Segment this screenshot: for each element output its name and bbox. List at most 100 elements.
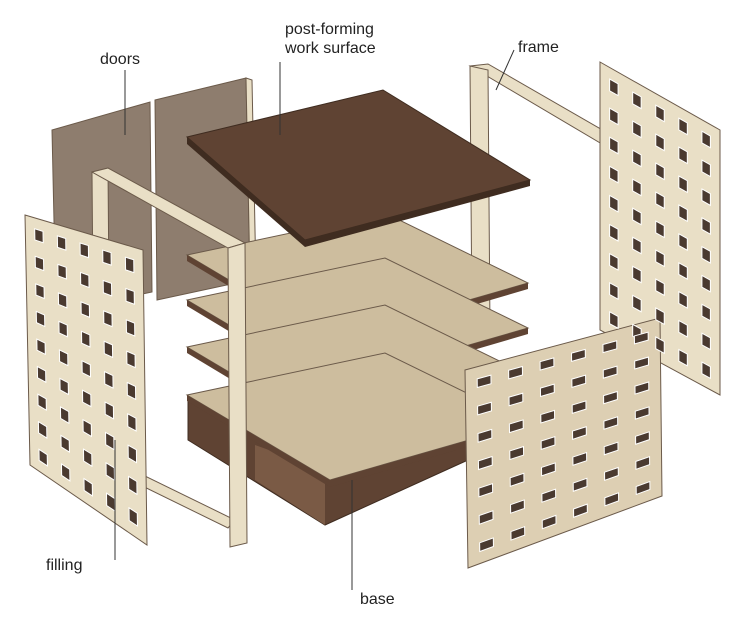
filling-hole (60, 434, 70, 454)
filling-hole (678, 261, 688, 280)
filling-hole (34, 255, 45, 272)
filling-hole (35, 310, 46, 328)
filling-hole (632, 178, 642, 197)
filling-hole (36, 338, 46, 356)
filling-hole (477, 428, 493, 443)
filling-hole (604, 492, 620, 507)
filling-hole (477, 455, 493, 471)
filling-hole (632, 149, 642, 168)
filling-hole (81, 330, 91, 348)
filling-hole (632, 294, 642, 313)
filling-hole (476, 374, 492, 389)
filling-hole (573, 503, 588, 518)
leader-frame (495, 49, 515, 91)
filling-hole (36, 365, 47, 384)
filling-hole (609, 281, 619, 300)
filling-hole (80, 271, 90, 289)
filling-hole (701, 245, 711, 264)
frame-post (227, 242, 248, 548)
filling-hole (58, 349, 69, 367)
filling-hole (128, 475, 138, 496)
filling-hole (104, 370, 114, 389)
filling-hole (508, 392, 524, 407)
filling-hole (103, 310, 113, 328)
filling-hole (678, 319, 688, 338)
filling-hole (571, 400, 587, 414)
filling-hole (678, 204, 688, 223)
filling-hole (609, 136, 619, 155)
filling-panel-left (24, 214, 148, 546)
filling-hole (128, 506, 138, 527)
filling-hole (634, 381, 650, 395)
filling-hole (609, 311, 619, 330)
filling-hole (479, 537, 494, 553)
shelves (185, 212, 530, 487)
filling-hole (478, 510, 494, 525)
filling-hole (57, 292, 68, 309)
filling-hole (79, 242, 90, 259)
filling-hole (632, 91, 642, 110)
filling-hole (655, 336, 665, 355)
filling-hole (477, 401, 492, 416)
filling-hole (102, 249, 112, 266)
filling-hole (82, 418, 92, 438)
filling-hole (541, 488, 557, 503)
filling-hole (125, 319, 136, 337)
filling-hole (678, 232, 688, 252)
filling-hole (635, 431, 650, 445)
filling-hole (81, 389, 92, 408)
filling-hole (126, 350, 136, 369)
filling-hole (701, 361, 711, 380)
filling-hole (678, 146, 688, 165)
filling-hole (125, 287, 135, 306)
filling-hole (602, 340, 618, 354)
filling-hole (57, 263, 67, 280)
filling-hole (508, 419, 524, 434)
filling-hole (541, 462, 556, 477)
filling-hole (604, 466, 619, 482)
filling-hole (105, 431, 115, 451)
filling-hole (38, 448, 48, 467)
filling-hole (571, 374, 587, 388)
filling-hole (678, 348, 688, 367)
filling-hole (103, 340, 114, 359)
filling-hole (102, 279, 113, 297)
filling-hole (35, 283, 45, 300)
filling-hole (37, 420, 48, 439)
filling-hole (609, 252, 619, 271)
filling-hole (609, 223, 619, 242)
filling-hole (571, 348, 586, 362)
filling-panel-right-front (464, 317, 663, 569)
filling-hole (127, 412, 137, 432)
filling-hole (701, 188, 711, 207)
filling-hole (701, 274, 711, 293)
label-work-surface-line2: work surface (285, 40, 376, 57)
filling-hole (603, 390, 618, 405)
filling-hole (632, 120, 642, 139)
filling-hole (609, 78, 619, 97)
label-base: base (360, 591, 395, 608)
filling-hole (655, 278, 665, 297)
filling-hole (655, 307, 665, 326)
filling-hole (509, 472, 525, 488)
filling-hole (701, 303, 711, 322)
filling-hole (678, 290, 688, 309)
filling-hole (126, 381, 137, 401)
leader-lines (114, 49, 515, 590)
filling-hole (634, 406, 650, 420)
shelf-edge (187, 395, 528, 487)
filling-hole (509, 445, 525, 461)
filling-hole (655, 133, 665, 152)
filling-hole (59, 406, 70, 425)
filling-hole (609, 165, 619, 184)
filling-hole (635, 480, 651, 496)
label-work-surface-line1: post-forming (285, 21, 374, 38)
label-frame: frame (518, 39, 559, 56)
filling-hole (678, 175, 688, 194)
filling-hole (508, 365, 523, 380)
filling-hole (634, 356, 650, 370)
filling-hole (655, 104, 665, 123)
filling-hole (82, 448, 93, 468)
filling-hole (541, 514, 557, 530)
